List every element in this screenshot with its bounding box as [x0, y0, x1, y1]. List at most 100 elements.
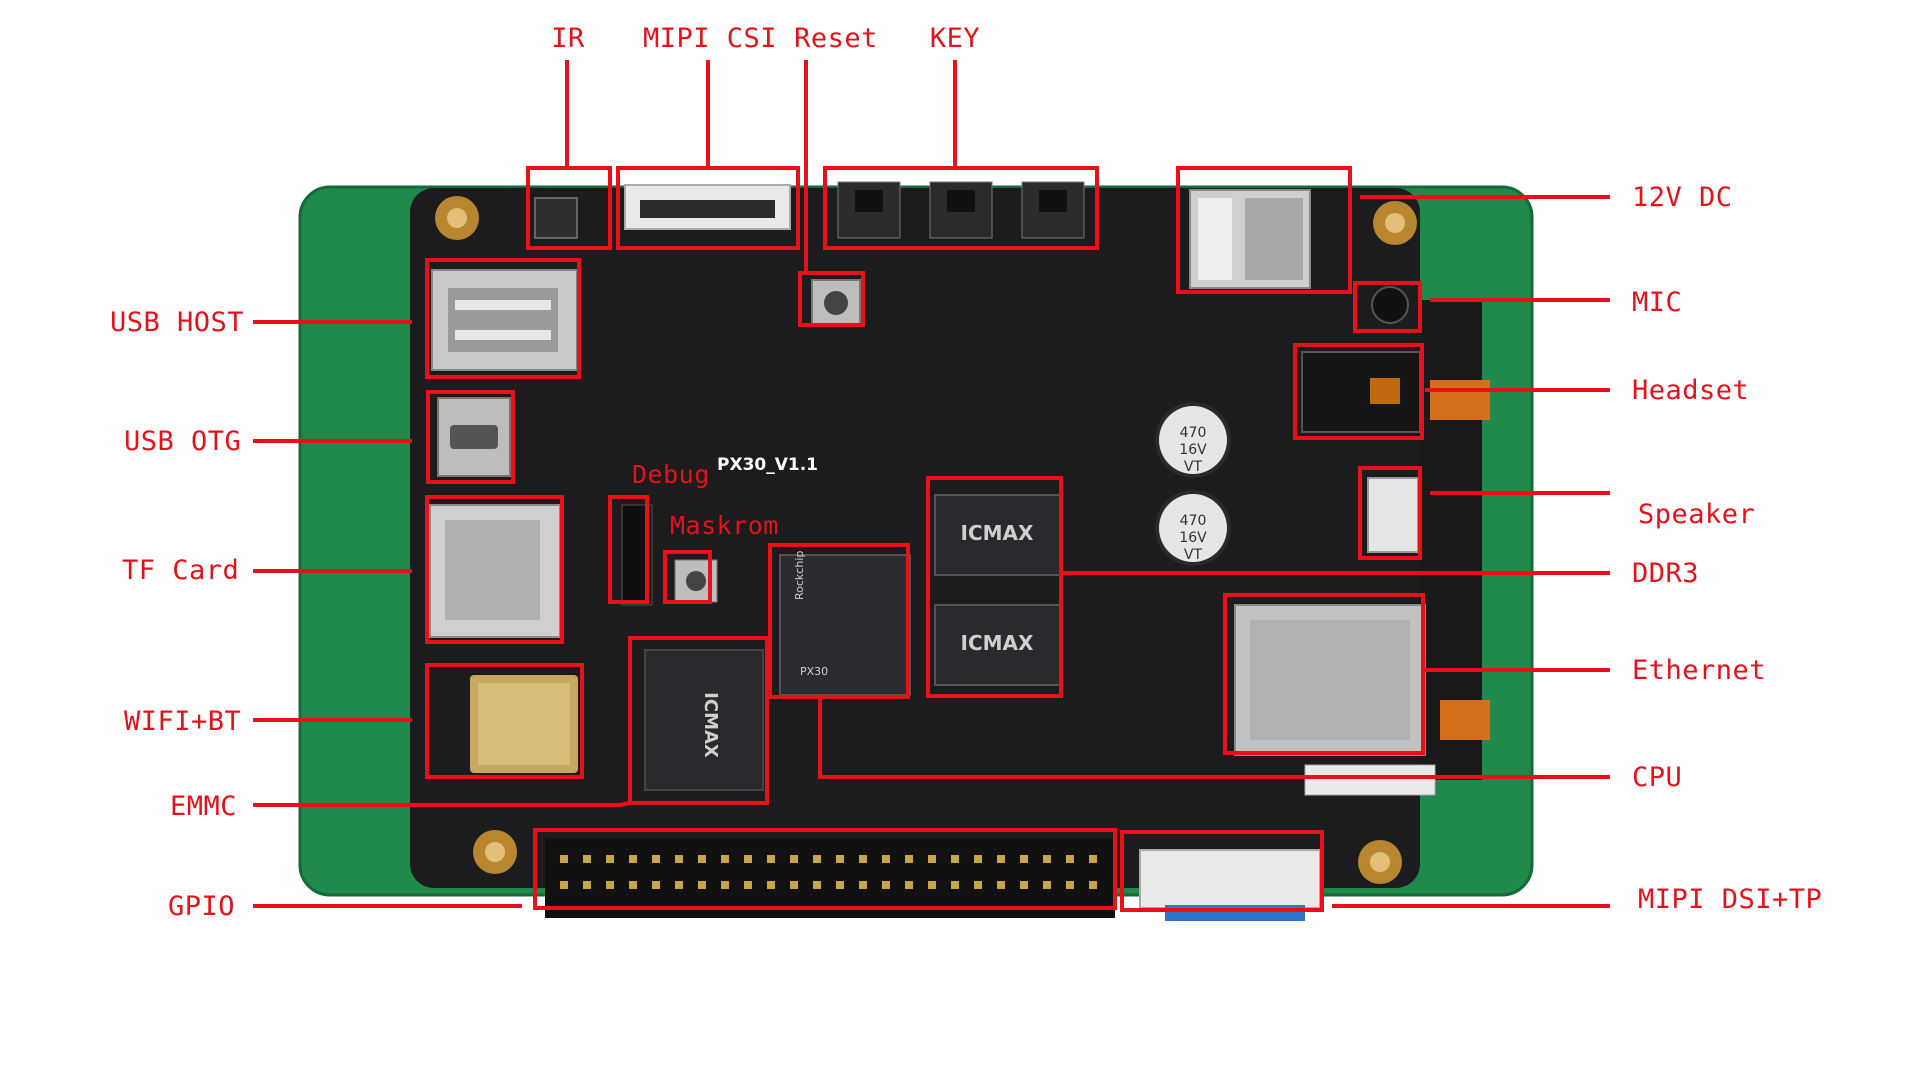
gpio-pin — [1089, 881, 1097, 889]
capacitor-1 — [1155, 402, 1231, 478]
box-usb-host — [425, 258, 581, 379]
gpio-pin — [1066, 855, 1074, 863]
box-mic — [1353, 281, 1422, 333]
label-reset: Reset — [794, 23, 878, 54]
gpio-pin — [560, 855, 568, 863]
gpio-pin — [790, 881, 798, 889]
gpio-pin — [629, 881, 637, 889]
cap-2-voltage: 16V — [1179, 530, 1207, 546]
gpio-pin — [721, 881, 729, 889]
cap-1-voltage: 16V — [1179, 442, 1207, 458]
gpio-pin — [1020, 881, 1028, 889]
gpio-pin — [629, 855, 637, 863]
gpio-pin — [744, 855, 752, 863]
gpio-pin — [928, 855, 936, 863]
box-tf-card — [425, 495, 564, 644]
gpio-pin — [951, 855, 959, 863]
gpio-pin — [974, 881, 982, 889]
label-headset: Headset — [1632, 375, 1750, 406]
gpio-pin — [606, 881, 614, 889]
gpio-pin — [767, 855, 775, 863]
label-ethernet: Ethernet — [1632, 655, 1767, 686]
gpio-pin — [997, 881, 1005, 889]
gpio-pin — [1020, 855, 1028, 863]
gpio-pin — [951, 881, 959, 889]
standoff-top-left — [435, 196, 479, 240]
cap-2-series: VT — [1184, 547, 1203, 563]
box-reset — [798, 271, 865, 327]
box-emmc — [628, 636, 769, 805]
ddr3-chip-2 — [934, 604, 1061, 686]
label-ddr3: DDR3 — [1632, 558, 1700, 589]
label-usb-host: USB HOST — [110, 307, 245, 338]
gpio-pin — [997, 855, 1005, 863]
box-mipi-dsi — [1120, 830, 1324, 912]
label-tf-card: TF Card — [122, 555, 240, 586]
standoff-top-right — [1373, 201, 1417, 245]
gpio-pin — [698, 855, 706, 863]
gpio-pin — [675, 881, 683, 889]
label-wifi-bt: WIFI+BT — [124, 706, 242, 737]
box-usb-otg — [426, 390, 515, 484]
label-cpu: CPU — [1632, 762, 1683, 793]
gpio-pin — [813, 855, 821, 863]
mic-part — [1371, 286, 1409, 324]
gpio-pin — [905, 855, 913, 863]
label-mipi-csi: MIPI CSI — [642, 23, 778, 54]
gpio-pin — [1066, 881, 1074, 889]
gpio-pin — [583, 881, 591, 889]
gpio-pins — [560, 855, 1097, 889]
capacitor-2 — [1155, 490, 1231, 566]
gpio-pin — [652, 881, 660, 889]
box-cpu — [768, 543, 910, 699]
gpio-pin — [974, 855, 982, 863]
gpio-pin — [882, 855, 890, 863]
standoff-bottom-left — [473, 830, 517, 874]
gpio-pin — [905, 881, 913, 889]
gpio-pin — [652, 855, 660, 863]
cap-1-series: VT — [1184, 459, 1203, 475]
box-headset — [1293, 343, 1424, 440]
label-speaker: Speaker — [1638, 499, 1756, 530]
gpio-pin — [813, 881, 821, 889]
cpu-brand-mark: Rockchip — [793, 551, 806, 600]
label-ir: IR — [551, 23, 585, 54]
cpu-chip — [779, 554, 911, 696]
box-debug — [608, 495, 649, 604]
gpio-pin — [1089, 855, 1097, 863]
cap-2-value: 470 — [1180, 513, 1207, 529]
key-buttons-part — [837, 181, 1085, 239]
label-key: KEY — [929, 23, 981, 54]
label-gpio: GPIO — [168, 891, 236, 922]
box-ddr3 — [926, 476, 1063, 698]
gpio-pin — [882, 881, 890, 889]
standoff-bottom-right — [1358, 840, 1402, 884]
mipi-dsi-connector — [1139, 849, 1321, 909]
label-maskrom: Maskrom — [670, 511, 779, 540]
label-debug: Debug — [632, 460, 710, 489]
label-emmc: EMMC — [170, 791, 238, 822]
gpio-pin — [675, 855, 683, 863]
box-speaker — [1358, 466, 1422, 560]
emmc-chip — [644, 649, 764, 791]
ir-receiver — [534, 197, 578, 239]
box-ethernet — [1223, 593, 1425, 755]
cpu-model-mark: PX30 — [800, 665, 828, 678]
ddr3-chip-1 — [934, 494, 1061, 576]
gpio-pin — [928, 881, 936, 889]
gpio-pin — [721, 855, 729, 863]
speaker-connector — [1367, 477, 1419, 553]
box-wifi-bt — [425, 663, 584, 779]
cap-1-value: 470 — [1180, 425, 1207, 441]
leader-emmc — [253, 801, 631, 807]
ddr3-chip-1-mark: ICMAX — [961, 521, 1035, 545]
gpio-pin — [1043, 855, 1051, 863]
board-silk-text: PX30_V1.1 — [717, 455, 818, 475]
box-gpio — [533, 828, 1117, 910]
gpio-pin — [560, 881, 568, 889]
gpio-pin — [836, 855, 844, 863]
gpio-pin — [767, 881, 775, 889]
label-mic: MIC — [1632, 287, 1683, 318]
